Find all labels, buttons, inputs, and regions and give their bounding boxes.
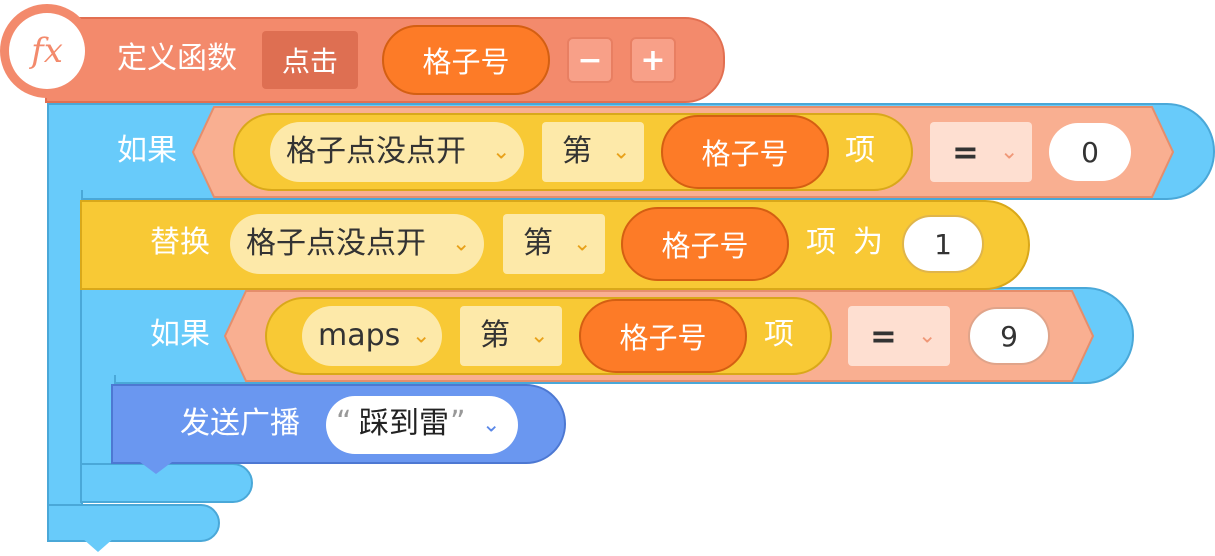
param-label: 格子号 [661,229,749,263]
broadcast-label: 发送广播 [180,406,300,441]
param-reporter[interactable]: 格子号 [621,207,789,281]
if-block-outer-bottom [47,504,220,542]
if-label: 如果 [150,317,210,352]
operator-symbol: = [952,133,979,171]
close-quote: ” [450,405,466,440]
param-label: 格子号 [701,137,789,171]
param-label: 格子号 [422,45,510,79]
message-text: 踩到雷 [359,406,449,441]
minus-icon: − [577,42,603,78]
index-dropdown[interactable]: 第 ⌄ [460,306,562,366]
fx-icon: fx [9,13,85,89]
broadcast-notch [140,462,172,474]
param-reporter[interactable]: 格子号 [661,115,829,189]
value-input[interactable]: 1 [902,215,984,273]
param-label: 格子号 [619,321,707,355]
function-name: 点击 [281,45,338,78]
chevron-down-icon: ⌄ [1000,139,1019,165]
item-label: 项 [845,133,875,168]
function-name-field[interactable]: 点击 [262,31,358,89]
list-dropdown[interactable]: 格子点没点开 ⌄ [270,122,524,182]
index-label: 第 [562,134,592,169]
list-name: 格子点没点开 [286,134,466,169]
chevron-down-icon: ⌄ [573,231,592,257]
operator-dropdown[interactable]: = ⌄ [930,122,1032,182]
define-label: 定义函数 [117,41,237,76]
list-name: maps [318,318,401,353]
index-label: 第 [523,226,553,261]
item-label: 项 [806,225,836,260]
operator-dropdown[interactable]: = ⌄ [848,306,950,366]
item-label: 项 [764,317,794,352]
remove-param-button[interactable]: − [567,37,613,83]
chevron-down-icon: ⌄ [412,323,431,349]
param-reporter[interactable]: 格子号 [579,299,747,373]
replace-label: 替换 [150,225,210,260]
value-text: 9 [1000,319,1018,353]
chevron-down-icon: ⌄ [482,412,501,438]
operator-symbol: = [870,317,897,355]
list-dropdown[interactable]: 格子点没点开 ⌄ [230,214,484,274]
value-text: 1 [934,227,952,261]
param-pill[interactable]: 格子号 [382,25,550,95]
bottom-notch [82,538,114,552]
fx-badge: fx [0,4,94,98]
chevron-down-icon: ⌄ [452,231,471,257]
if-block-outer-spine [47,190,83,540]
open-quote: “ [336,405,352,440]
value-input[interactable]: 9 [968,307,1050,365]
chevron-down-icon: ⌄ [530,323,549,349]
as-label: 为 [853,225,883,260]
index-dropdown[interactable]: 第 ⌄ [503,214,605,274]
index-label: 第 [480,318,510,353]
list-name: 格子点没点开 [246,226,426,261]
if-label: 如果 [117,133,177,168]
chevron-down-icon: ⌄ [492,139,511,165]
value-text: 0 [1081,135,1099,169]
index-dropdown[interactable]: 第 ⌄ [542,122,644,182]
list-dropdown[interactable]: maps ⌄ [302,306,442,366]
message-dropdown[interactable]: “ 踩到雷 ” ⌄ [326,396,518,454]
fx-symbol: fx [31,31,63,71]
chevron-down-icon: ⌄ [918,323,937,349]
plus-icon: + [640,42,666,78]
add-param-button[interactable]: + [630,37,676,83]
value-input[interactable]: 0 [1049,123,1131,181]
chevron-down-icon: ⌄ [612,139,631,165]
